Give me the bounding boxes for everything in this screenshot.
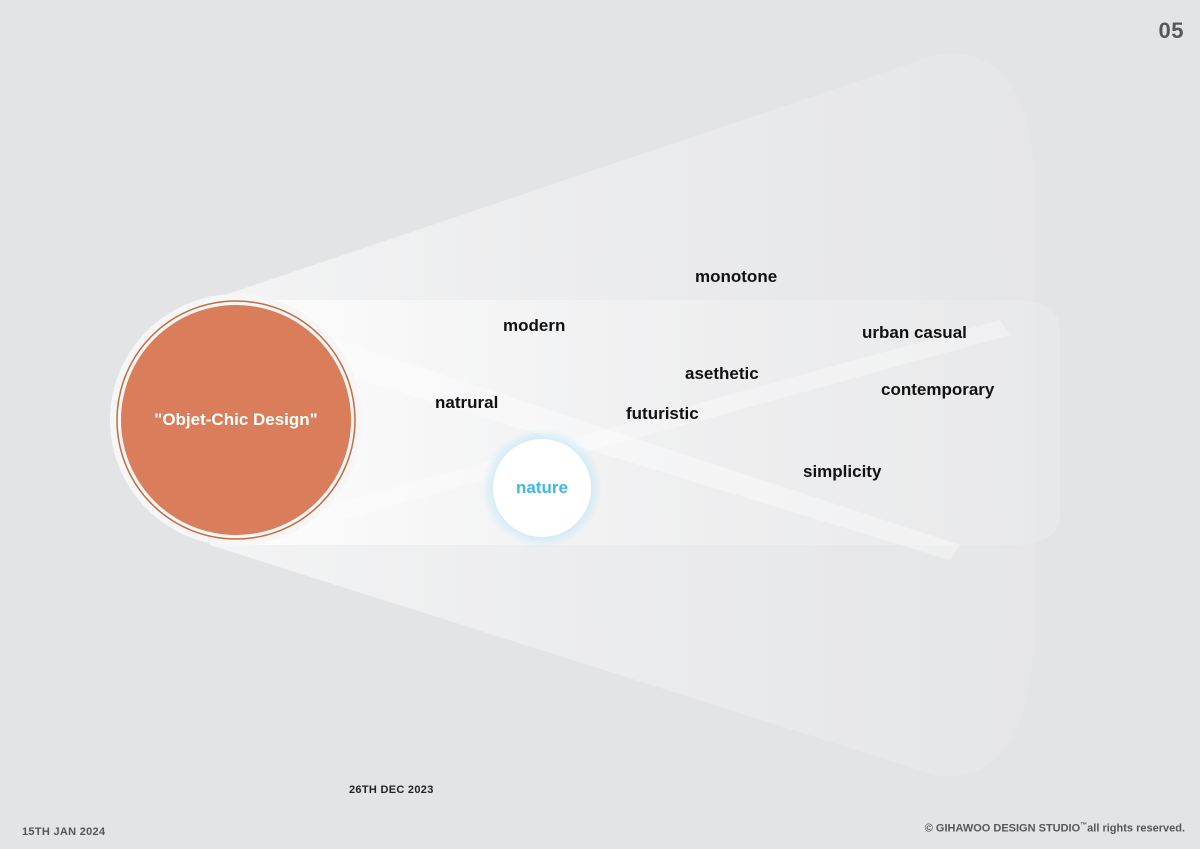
nature-label: nature (516, 478, 568, 497)
keyword-monotone: monotone (695, 267, 778, 286)
date-mid: 26TH DEC 2023 (349, 784, 434, 796)
copyright-tm: ™ (1080, 822, 1088, 829)
beam-ray-up (240, 320, 1010, 545)
keyword-natrural: natrural (435, 393, 499, 412)
keyword-simplicity: simplicity (803, 462, 882, 481)
nature-circle (493, 439, 591, 537)
hub-circle (121, 305, 351, 535)
copyright-main: © GIHAWOO DESIGN STUDIO (924, 822, 1081, 835)
keyword-modern: modern (503, 316, 566, 335)
keyword-futuristic: futuristic (626, 404, 699, 423)
keyword-asethetic: asethetic (685, 364, 759, 383)
hub-label: "Objet-Chic Design" (154, 410, 318, 429)
copyright-tail: all rights reserved. (1087, 822, 1185, 835)
keyword-contemporary: contemporary (881, 380, 995, 399)
hub-ring (116, 300, 356, 540)
beam-band-middle (220, 300, 1060, 545)
date-left: 15TH JAN 2024 (22, 826, 106, 838)
copyright: © GIHAWOO DESIGN STUDIO™all rights reser… (925, 822, 1185, 835)
beam-ray-down (230, 305, 960, 560)
keyword-urban-casual: urban casual (862, 323, 967, 342)
page-number: 05 (1158, 18, 1184, 43)
